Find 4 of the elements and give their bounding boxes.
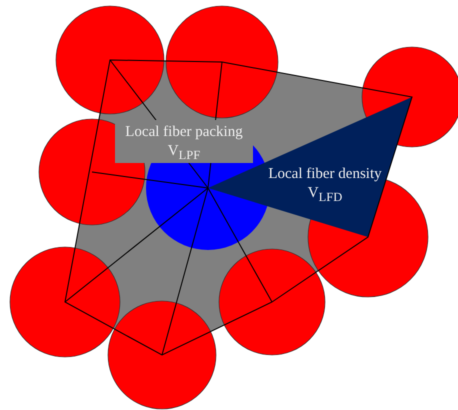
- symbol-label: V$_{LFD}$: [306, 184, 344, 206]
- region-label: Local fiber packing: [124, 123, 244, 141]
- symbol-label: V$_{LPF}$: [166, 142, 202, 164]
- region-label: Local fiber density: [267, 165, 383, 183]
